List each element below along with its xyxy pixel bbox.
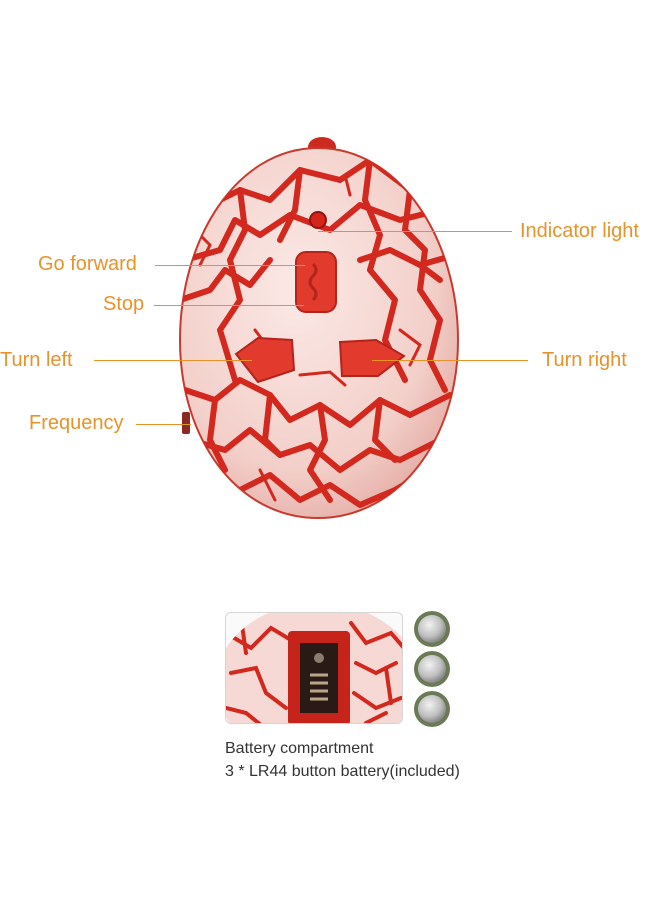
leader-go-forward	[155, 265, 305, 266]
turn-left-button[interactable]	[234, 336, 296, 384]
egg-remote-illustration	[178, 137, 460, 520]
leader-frequency	[136, 424, 191, 425]
label-go-forward: Go forward	[38, 253, 137, 275]
label-frequency: Frequency	[29, 412, 124, 434]
frequency-switch[interactable]	[182, 412, 190, 434]
leader-turn-left	[94, 360, 252, 361]
label-turn-left: Turn left	[0, 349, 73, 371]
label-turn-right: Turn right	[542, 349, 627, 371]
lr44-battery-icon	[414, 691, 450, 727]
lr44-battery-icon	[414, 651, 450, 687]
indicator-light	[309, 211, 327, 229]
battery-compartment-photo	[225, 612, 403, 724]
forward-stop-button[interactable]	[295, 251, 337, 313]
egg-shell	[178, 146, 460, 520]
button-batteries	[414, 611, 450, 727]
leader-stop	[154, 305, 304, 306]
turn-right-button[interactable]	[338, 338, 406, 377]
label-indicator-light: Indicator light	[520, 220, 639, 242]
leader-turn-right	[372, 360, 528, 361]
battery-caption-title: Battery compartment	[225, 740, 374, 757]
battery-caption-detail: 3 * LR44 button battery(included)	[225, 763, 460, 780]
leader-indicator-light	[318, 231, 512, 232]
lr44-battery-icon	[414, 611, 450, 647]
label-stop: Stop	[103, 293, 145, 315]
